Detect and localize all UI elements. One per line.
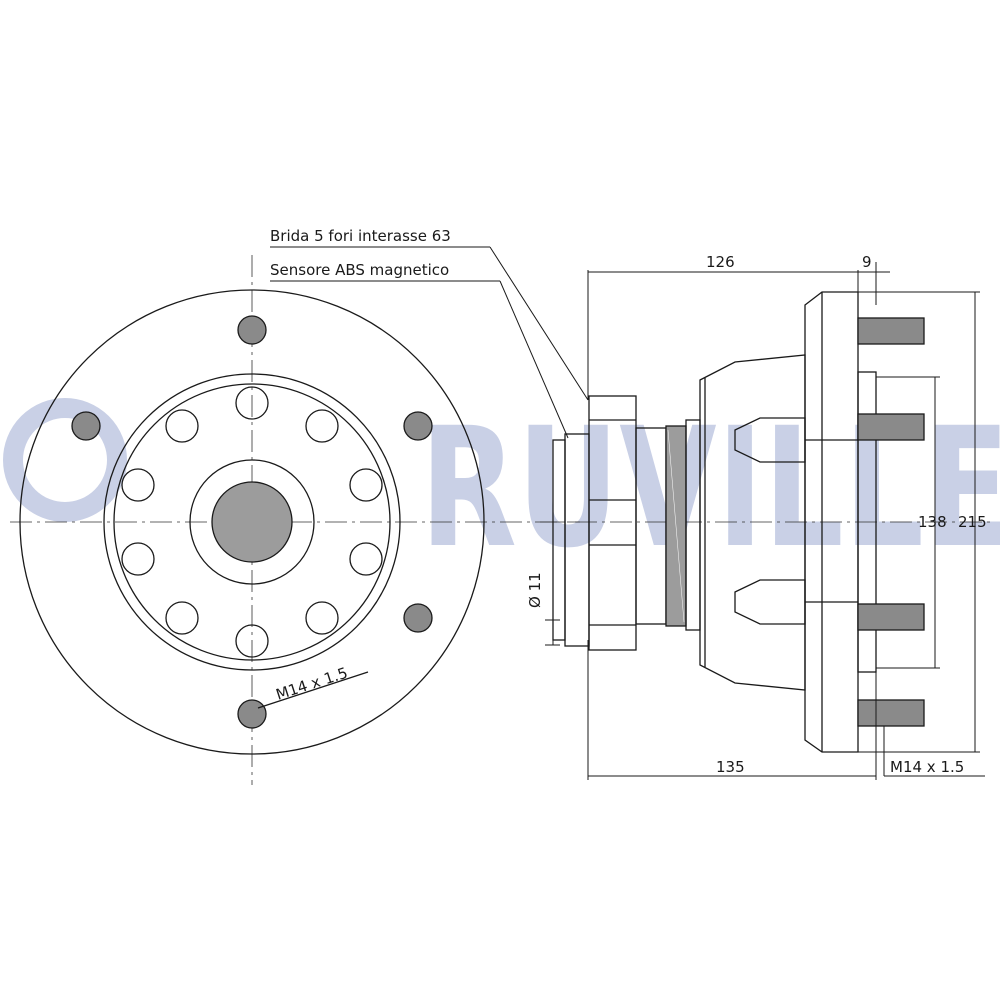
flange-hole: [121, 468, 155, 502]
flange-hole: [121, 542, 155, 576]
abs-callout-leader: [499, 280, 569, 439]
wheel-stud-hole: [237, 315, 267, 345]
wheel-stud-hole: [403, 603, 433, 633]
wheel-stud-hole: [71, 411, 101, 441]
brake-disc-outer-circle: [19, 289, 485, 755]
inner-stud-shaft: [734, 579, 806, 625]
external-studs: [857, 317, 925, 727]
side-thread-label: M14 x 1.5: [890, 758, 964, 776]
wheel-stud-holes: [71, 315, 433, 729]
flange-hole: [305, 601, 339, 635]
hub-flange-circle: [103, 373, 401, 671]
hub-bore-circle: [189, 459, 315, 585]
spindle-center-circle: [211, 481, 293, 563]
wheel-stud-hole: [237, 699, 267, 729]
flange-hole: [349, 468, 383, 502]
flange-hole: [165, 601, 199, 635]
flange-hole: [235, 386, 269, 420]
tone-ring-hatch: [667, 429, 685, 623]
inner-stud-shaft: [734, 417, 806, 463]
flange-hole: [349, 542, 383, 576]
flange-hole: [235, 624, 269, 658]
front-thread-label: M14 x 1.5: [274, 664, 350, 704]
wheel-stud: [857, 413, 925, 441]
abs-sensor-callout-label: Sensore ABS magnetico: [270, 261, 449, 279]
wheel-stud: [857, 317, 925, 345]
dim-126-label: 126: [706, 253, 735, 271]
flange-hole: [165, 409, 199, 443]
wheel-stud: [857, 603, 925, 631]
dim-138-label: 138: [918, 513, 947, 531]
dim-9-label: 9: [862, 253, 872, 271]
flange-hole: [305, 409, 339, 443]
flange-callout-leader: [489, 246, 589, 401]
flange-bolt-holes: [121, 386, 383, 658]
wheel-stud: [857, 699, 925, 727]
side-dimension-lines: [545, 262, 985, 780]
flange-callout-label: Brida 5 fori interasse 63: [270, 227, 451, 245]
side-view: [540, 291, 990, 753]
wheel-stud-hole: [403, 411, 433, 441]
ruville-watermark: RUVILLE: [3, 392, 1000, 584]
dim-135-label: 135: [716, 758, 745, 776]
front-view: [10, 255, 580, 785]
front-thread-leader: [257, 671, 369, 709]
wheel-pilot: [857, 371, 877, 673]
dim-215-label: 215: [958, 513, 987, 531]
callout-leaders: [270, 246, 589, 439]
hub-flange-inner-circle: [113, 383, 391, 661]
dim-d11-label: Ø 11: [526, 572, 544, 608]
